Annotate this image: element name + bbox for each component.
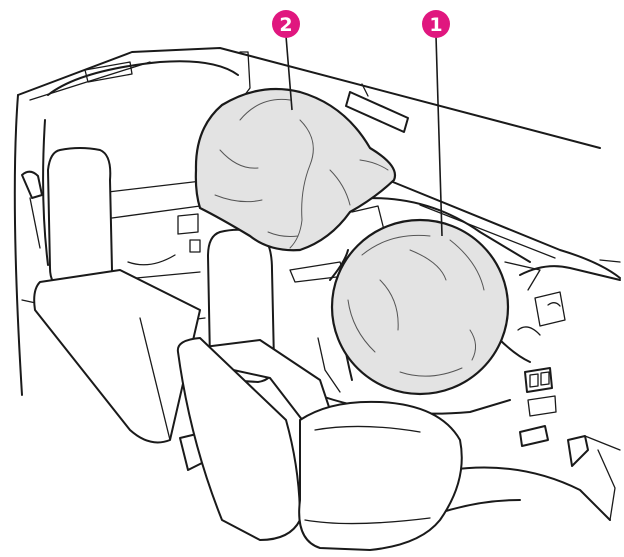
callout-1-leader <box>435 35 443 237</box>
callout-2-label: 2 <box>279 14 292 36</box>
callout-2-circle <box>272 10 300 38</box>
cabin-outline <box>13 47 621 396</box>
callout-badge-2: 2 <box>272 10 300 38</box>
callout-1-circle <box>422 10 450 38</box>
callout-1-label: 1 <box>429 14 442 36</box>
passenger-airbag <box>194 87 397 252</box>
driver-airbag <box>330 218 510 396</box>
dashboard <box>289 197 621 467</box>
front-seat <box>176 228 463 551</box>
callout-badge-1: 1 <box>422 10 450 38</box>
driver-airbag-body <box>330 218 510 396</box>
callout-2-leader <box>285 35 293 111</box>
rear-seat <box>33 147 209 471</box>
passenger-airbag-body <box>194 87 397 252</box>
